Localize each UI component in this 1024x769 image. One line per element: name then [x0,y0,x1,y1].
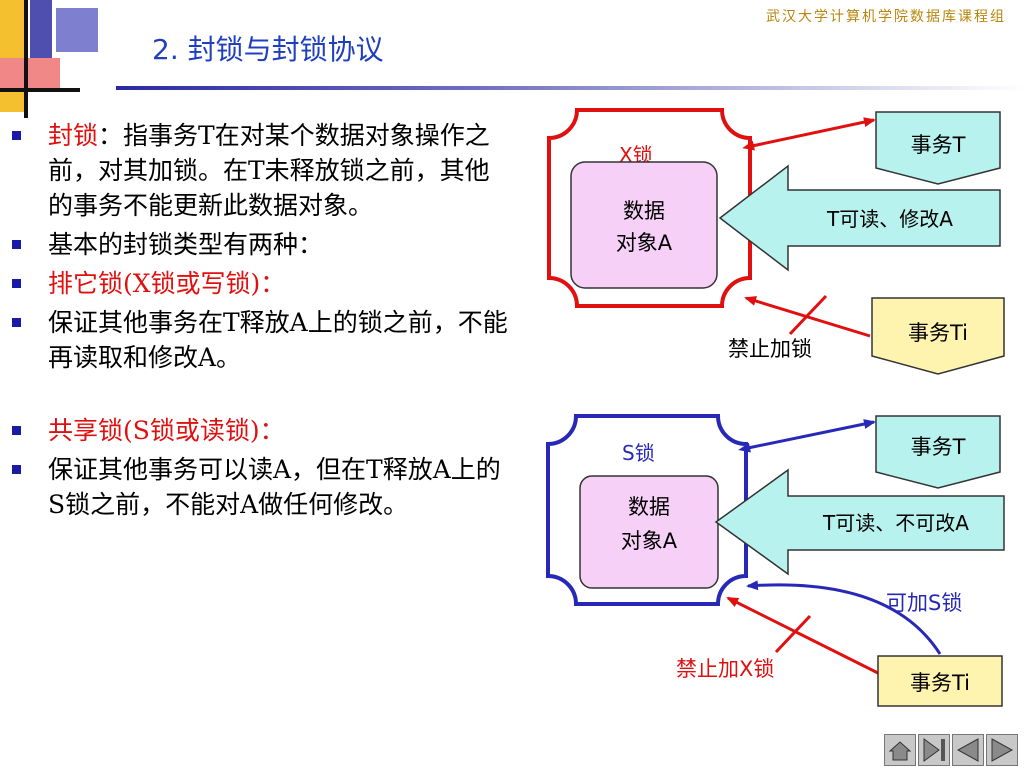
s-lock-frame [546,414,748,606]
data-object-s-line1: 数据 [628,495,670,519]
last-page-button[interactable] [918,734,950,766]
previous-button[interactable] [952,734,984,766]
transaction-t-label: 事务T [911,133,966,157]
link-s-frame-to-t [738,419,876,453]
allow-s-lock-label: 可加S锁 [886,591,962,615]
allow-s-lock-arrow [746,580,942,655]
x-lock-frame [547,108,752,308]
data-object-line2: 对象A [616,231,673,255]
read-only-arrow [714,468,1005,576]
transaction-t-s-label: 事务T [911,435,966,459]
read-modify-arrow [718,164,1001,272]
deny-lock-label: 禁止加锁 [728,337,812,361]
corner-decoration [0,0,120,120]
page-title: 2. 封锁与封锁协议 [152,33,384,66]
s-lock-diagram: S锁 数据 对象A 事务T T可读、不可改A 可加S锁 禁止加X锁 事务Ti [546,414,1005,707]
nav-bar [884,734,1020,766]
x-lock-diagram: X锁 数据 对象A 事务T T可读、修改A 事务Ti 禁止加锁 [547,108,1005,375]
read-modify-text: T可读、修改A [826,207,953,231]
read-only-text: T可读、不可改A [822,511,969,535]
bullet-list: 封锁：指事务T在对某个数据对象操作之前，对其加锁。在T未释放锁之前，其他的事务不… [8,118,508,526]
home-icon [888,741,912,761]
data-object-line1: 数据 [623,199,665,223]
bullet-x-lock: 排它锁(X锁或写锁)： [8,266,508,301]
bullet-s-lock: 共享锁(S锁或读锁)： [8,413,508,448]
denied-x-request-arrow [726,596,881,676]
bullet-lock-definition: 封锁：指事务T在对某个数据对象操作之前，对其加锁。在T未释放锁之前，其他的事务不… [8,118,508,223]
transaction-ti-label: 事务Ti [908,321,968,345]
course-name: 武汉大学计算机学院数据库课程组 [766,9,1006,25]
bullet-s-lock-desc: 保证其他事务可以读A，但在T释放A上的S锁之前，不能对A做任何修改。 [8,452,508,522]
transaction-ti-box [871,297,1005,375]
s-lock-label: S锁 [622,441,655,465]
title-underline [116,86,1024,90]
bullet-x-lock-desc: 保证其他事务在T释放A上的锁之前，不能再读取和修改A。 [8,305,508,375]
transaction-t-box-s [875,415,1001,489]
next-button[interactable] [986,734,1018,766]
deny-x-lock-label: 禁止加X锁 [676,657,774,681]
last-page-icon [923,738,945,762]
deny-cross-mark [788,294,828,336]
transaction-t-box [875,111,1001,185]
term-lock: 封锁 [48,121,99,150]
bullet-lock-types: 基本的封锁类型有两种： [8,227,508,262]
link-frame-to-t [742,117,876,151]
next-icon [991,738,1014,762]
transaction-ti-box-s [877,655,1003,707]
data-object-box-s [579,475,719,589]
data-object-box [570,161,718,289]
deny-x-cross-mark [774,614,812,654]
data-object-s-line2: 对象A [621,529,678,553]
previous-icon [956,738,979,762]
transaction-ti-s-label: 事务Ti [910,671,970,695]
home-button[interactable] [884,734,916,766]
